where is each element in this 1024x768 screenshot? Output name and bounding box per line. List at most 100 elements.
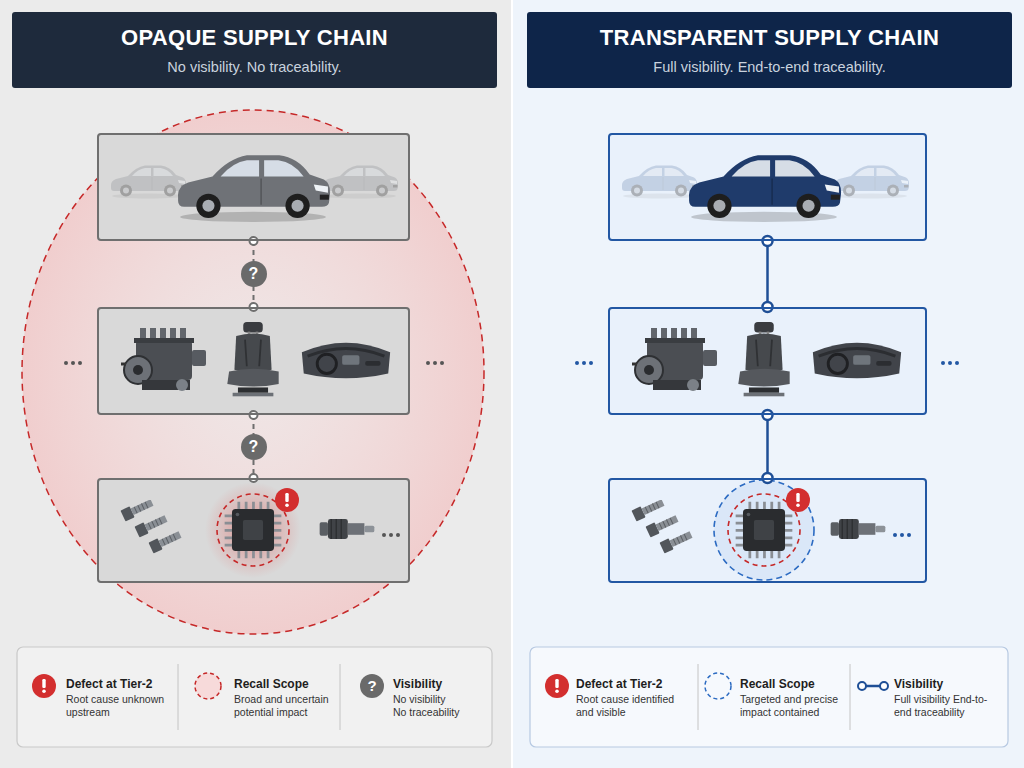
chip-illustration <box>736 502 793 559</box>
ellipsis-dot <box>948 361 952 365</box>
badge-dot <box>796 504 800 508</box>
ellipsis-dot <box>78 361 82 365</box>
legend-label: Defect at Tier-2 <box>66 677 152 691</box>
panel-title: TRANSPARENT SUPPLY CHAIN <box>600 25 939 51</box>
badge-circle <box>786 488 810 512</box>
dashboard-illustration <box>813 343 901 379</box>
legend-defect-icon <box>545 674 569 698</box>
badge-dot <box>285 504 289 508</box>
legend-label: Recall Scope <box>234 677 309 691</box>
badge-bar <box>42 679 45 688</box>
part-tier-box <box>97 478 410 583</box>
part-tier-box <box>608 478 927 583</box>
ellipsis-dot <box>71 361 75 365</box>
ellipsis-dot <box>955 361 959 365</box>
header-banner: OPAQUE SUPPLY CHAIN No visibility. No tra… <box>12 12 497 88</box>
legend-description: Full visibility End-to-end traceability <box>894 693 1002 718</box>
vehicle-tier-box <box>97 133 410 241</box>
defect-badge <box>786 488 810 512</box>
defect-glow <box>205 482 301 578</box>
tier-connector <box>766 241 769 307</box>
legend-description: Root cause identified and visible <box>576 693 676 718</box>
connector-endpoint <box>250 411 258 419</box>
engine-illustration <box>632 328 717 391</box>
left-panel-ground <box>0 0 511 768</box>
right-panel-ground <box>513 0 1024 768</box>
seat-illustration <box>738 322 789 396</box>
legend-label: Recall Scope <box>740 677 815 691</box>
legend-description: Broad and uncertain potential impact <box>234 693 332 718</box>
tier-box-fill <box>608 478 927 583</box>
legend-description: Root cause unknown upstream <box>66 693 166 718</box>
vehicle-illustration <box>689 155 841 222</box>
tier-box-fill <box>97 478 410 583</box>
ellipsis-dot <box>589 361 593 365</box>
ellipsis-dots <box>575 361 959 537</box>
badge-bar <box>285 493 288 502</box>
chip-illustration <box>225 502 282 559</box>
header-banner: TRANSPARENT SUPPLY CHAIN Full visibility.… <box>527 12 1012 88</box>
ellipsis-dot <box>941 361 945 365</box>
faded-car <box>834 166 909 199</box>
badge-dot <box>555 690 559 694</box>
seat-illustration <box>227 322 278 396</box>
legend-icon-mark: ? <box>367 678 376 694</box>
ellipsis-dot <box>440 361 444 365</box>
badge-bar <box>796 493 799 502</box>
legend-label: Visibility <box>393 677 442 691</box>
faded-car <box>323 166 398 199</box>
legend-label: Visibility <box>894 677 943 691</box>
tier-connector <box>766 415 769 478</box>
faded-car <box>111 166 186 199</box>
legend-scope-icon <box>705 673 731 699</box>
ellipsis-dot <box>582 361 586 365</box>
connector-group <box>763 410 773 483</box>
defect-badge <box>275 488 299 512</box>
connector-illustration <box>831 519 886 539</box>
connector-endpoint <box>763 410 773 420</box>
ellipsis-dots <box>64 361 444 537</box>
legend-visibility-icon <box>360 674 384 698</box>
bolts-illustration <box>631 497 693 553</box>
connector-endpoint <box>250 237 258 245</box>
chain-dot <box>858 682 866 690</box>
legend-label: Defect at Tier-2 <box>576 677 662 691</box>
unknown-link-mark: ? <box>241 261 267 287</box>
ellipsis-dot <box>575 361 579 365</box>
legend-separator <box>178 664 850 730</box>
ellipsis-dot <box>389 533 393 537</box>
legend-visibility-icon <box>858 682 888 690</box>
legend-scope-icon <box>195 673 221 699</box>
unknown-link-mark: ? <box>241 434 267 460</box>
panel-subtitle: Full visibility. End-to-end traceability… <box>653 58 885 76</box>
badge-circle <box>275 488 299 512</box>
ellipsis-dot <box>382 533 386 537</box>
panel-title: OPAQUE SUPPLY CHAIN <box>121 25 388 51</box>
panel-subtitle: No visibility. No traceability. <box>167 58 341 76</box>
badge-dot <box>42 690 46 694</box>
ellipsis-dot <box>426 361 430 365</box>
tier-box-fill <box>608 133 927 241</box>
ellipsis-dot <box>64 361 68 365</box>
legend-box <box>17 647 492 747</box>
ellipsis-dot <box>433 361 437 365</box>
dashboard-illustration <box>302 343 390 379</box>
badge-circle <box>545 674 569 698</box>
component-tier-box <box>608 307 927 415</box>
component-tier-box <box>97 307 410 415</box>
faded-car <box>622 166 697 199</box>
vehicle-tier-box <box>608 133 927 241</box>
engine-illustration <box>121 328 206 391</box>
legend-box <box>530 647 1008 747</box>
ellipsis-dot <box>900 533 904 537</box>
bolts-illustration <box>120 497 182 553</box>
connector-group <box>763 236 773 312</box>
chain-dot <box>880 682 888 690</box>
legend-description: No visibility No traceability <box>393 693 461 718</box>
recall-scope-zone <box>22 110 484 634</box>
